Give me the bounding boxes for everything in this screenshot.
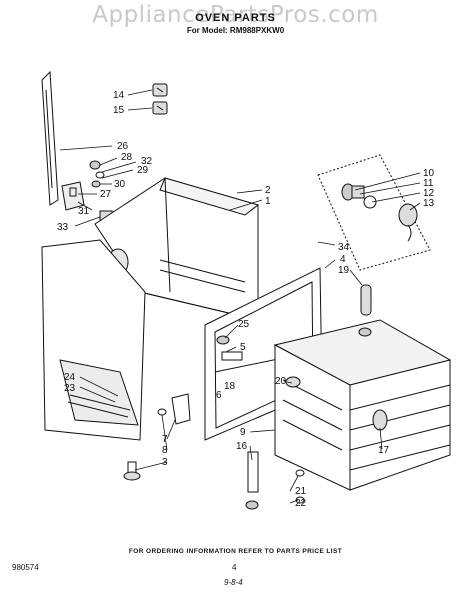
callout-8: 8 [162,445,168,456]
knob-parts [152,83,168,115]
ordering-note: FOR ORDERING INFORMATION REFER TO PARTS … [128,548,343,555]
callout-18: 18 [224,381,236,392]
oven-liner-rack [273,319,452,491]
callout-13: 13 [423,198,435,209]
callout-5: 5 [240,342,246,353]
callout-34: 34 [338,242,350,253]
callout-25: 25 [238,319,250,330]
callout-23: 23 [64,383,76,394]
callout-22: 22 [295,498,307,509]
callout-labels: 14 15 26 28 32 29 30 27 31 33 10 11 12 1… [57,90,435,509]
callout-29: 29 [137,165,149,176]
callout-17: 17 [378,445,390,456]
callout-2: 2 [265,185,271,196]
callout-31: 31 [78,206,90,217]
callout-24: 24 [64,372,76,383]
callout-28: 28 [121,152,133,163]
hinge-leveler-parts [123,393,191,481]
callout-1: 1 [265,196,271,207]
page-title: OVEN PARTS [195,12,276,24]
callout-11: 11 [423,178,434,189]
callout-3: 3 [162,457,168,468]
revision-code: 9-8-4 [224,578,243,587]
lamp-assembly-parts [317,154,431,271]
callout-6: 6 [216,390,222,401]
callout-26: 26 [117,141,129,152]
callout-4: 4 [340,254,346,265]
callout-32: 32 [141,156,153,167]
callout-14: 14 [113,90,125,101]
callout-10: 10 [423,168,435,179]
vent-tube-part [360,284,372,316]
callout-15: 15 [113,105,125,116]
callout-9: 9 [240,427,246,438]
callout-30: 30 [114,179,126,190]
callout-33: 33 [57,222,69,233]
callout-19: 19 [338,265,350,276]
callout-21: 21 [295,486,307,497]
callout-27: 27 [100,189,112,200]
callout-leader-lines [59,89,421,504]
callout-16: 16 [236,441,248,452]
mounting-bracket-part [41,70,85,211]
callout-7: 7 [162,434,168,445]
document-number: 980574 [12,563,39,572]
page-number: 4 [232,563,237,572]
callout-12: 12 [423,188,435,199]
callout-20: 20 [275,376,287,387]
watermark: AppliancePartsPros.com [92,2,379,28]
bracket-screw-parts [245,451,305,510]
model-subtitle: For Model: RM988PXKW0 [186,26,285,35]
oven-side-panel [41,239,146,441]
